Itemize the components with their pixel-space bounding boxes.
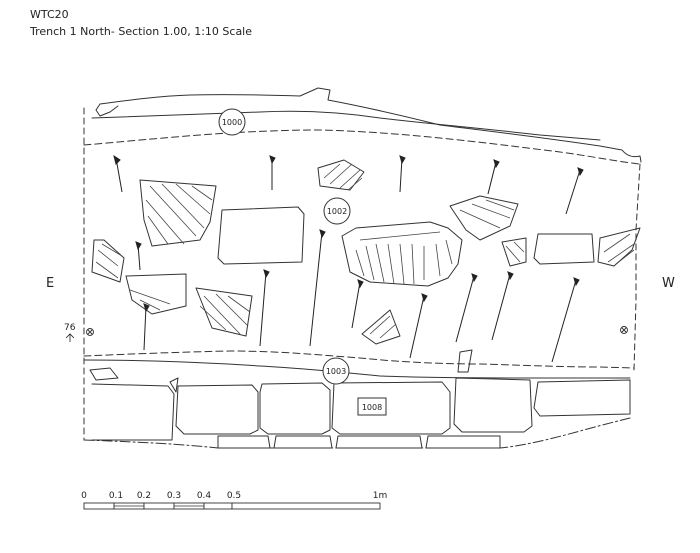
scale-tick-0-1: 0.1 <box>109 491 123 501</box>
stone-wall-2 <box>259 382 331 435</box>
orientation-west: W <box>662 276 675 291</box>
stone-small-left <box>89 367 119 381</box>
stone-large-hatched <box>139 179 217 247</box>
stone-wall-1 <box>175 384 259 435</box>
stone-hatching <box>95 163 635 339</box>
stone-wall-7 <box>217 435 271 449</box>
stone-wall-3 <box>331 381 451 435</box>
stone-small-mid <box>169 377 179 393</box>
scale-bar <box>83 502 381 510</box>
topsoil-edge <box>95 103 119 117</box>
stone-small-right <box>501 237 527 267</box>
scale-tick-0-4: 0.4 <box>197 491 212 501</box>
stone-rect-1 <box>217 206 305 265</box>
root-marks <box>113 154 584 363</box>
stone-wall-5 <box>533 379 631 417</box>
scale-tick-1m: 1m <box>373 491 388 501</box>
stone-far-right-hatched <box>597 227 641 267</box>
scale-tick-0-5: 0.5 <box>227 491 241 501</box>
stone-upright <box>457 349 473 373</box>
context-label-1003: 1003 <box>326 367 346 376</box>
section-base <box>83 417 631 449</box>
stone-left-hatched <box>91 239 125 283</box>
stone-right-hatched <box>449 195 519 241</box>
context-label-1008: 1008 <box>362 403 382 412</box>
section-edge-right <box>633 163 641 371</box>
datum-marker <box>65 333 75 342</box>
context-box-1008 <box>357 397 387 416</box>
context-circle-1000 <box>218 108 246 136</box>
stone-small-hatched <box>317 159 365 191</box>
survey-point-icon <box>620 326 628 334</box>
stone-wall-6 <box>91 383 175 441</box>
survey-point-icon <box>86 328 94 336</box>
stone-rect-2 <box>341 221 463 287</box>
context-boundary-1002-1003 <box>83 350 635 369</box>
context-label-1002: 1002 <box>327 207 347 216</box>
context-1003-upper-line <box>83 359 631 379</box>
topsoil-surface <box>99 87 642 163</box>
stone-wall-10 <box>425 435 501 449</box>
stone-wall-4 <box>453 377 533 433</box>
context-boundary-1000-1002 <box>83 129 641 165</box>
orientation-east: E <box>46 276 54 291</box>
stone-rect-3 <box>533 233 595 265</box>
stone-wall-9 <box>335 435 423 449</box>
topsoil-base <box>91 110 601 141</box>
datum-label: 76 <box>64 323 76 333</box>
drawing-subtitle: Trench 1 North- Section 1.00, 1:10 Scale <box>30 25 253 38</box>
scale-tick-0-3: 0.3 <box>167 491 181 501</box>
stone-mid-hatched <box>195 287 253 337</box>
stone-center-hatched <box>361 309 401 345</box>
scale-tick-0-2: 0.2 <box>137 491 151 501</box>
stone-wall-8 <box>273 435 333 449</box>
stone-left-lower <box>125 273 187 315</box>
context-circle-1002 <box>323 197 351 225</box>
context-circle-1003 <box>322 357 350 385</box>
context-label-1000: 1000 <box>222 118 242 127</box>
scale-tick-0: 0 <box>81 491 87 501</box>
drawing-title: WTC20 <box>30 8 69 21</box>
